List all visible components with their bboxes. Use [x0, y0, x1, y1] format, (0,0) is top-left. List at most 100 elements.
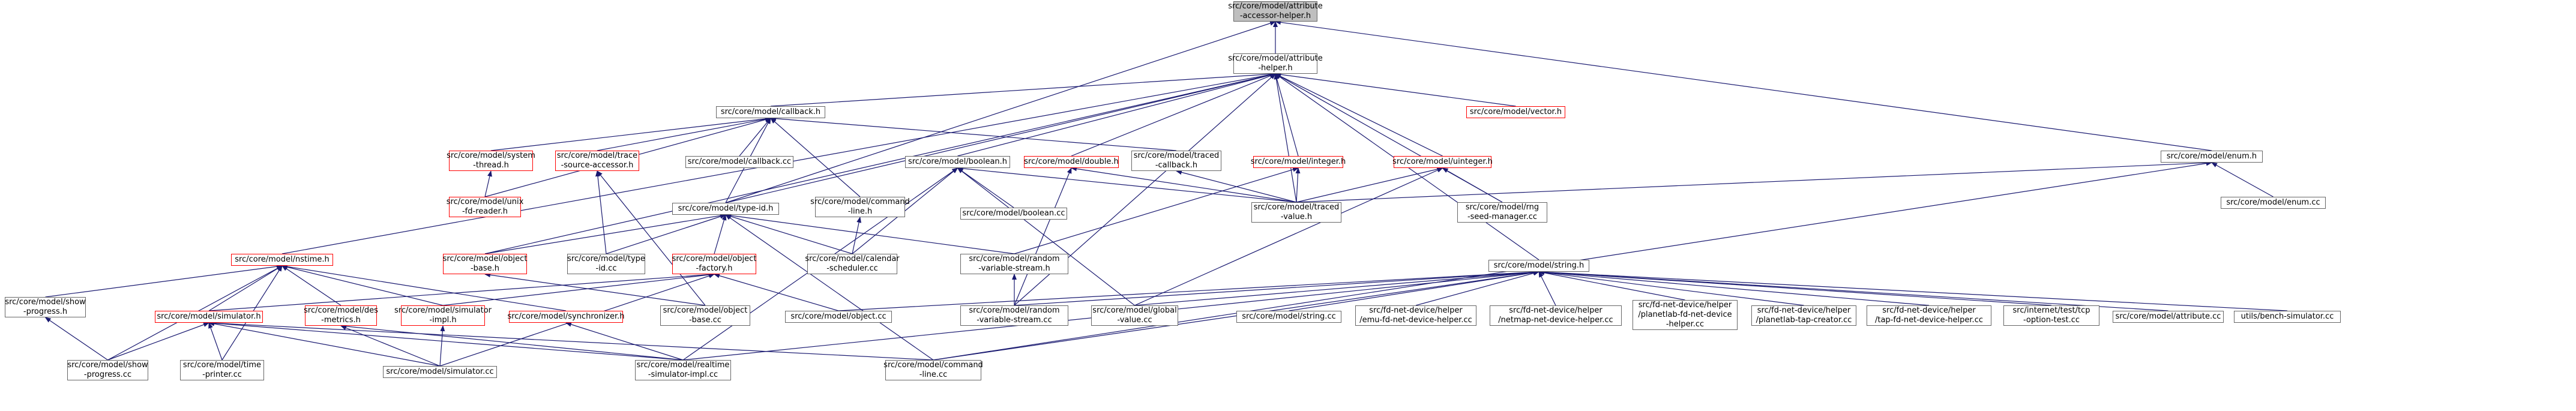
- node-typeidcc[interactable]: src/core/model/type-id.cc: [567, 254, 645, 274]
- node-showprogcc[interactable]: src/core/model/show-progress.cc: [67, 360, 148, 380]
- node-desmet[interactable]: src/core/model/des-metrics.h: [304, 305, 378, 326]
- node-dblh[interactable]: src/core/model/double.h: [1024, 156, 1119, 168]
- node-label-line: src/core/model/object: [663, 306, 748, 315]
- node-calsched[interactable]: src/core/model/calendar-scheduler.cc: [805, 254, 900, 274]
- node-cmdcc[interactable]: src/core/model/command-line.cc: [883, 360, 983, 380]
- node-label-line: /tap-fd-net-device-helper.cc: [1874, 316, 1983, 325]
- node-label-line: src/core/model/object: [672, 254, 757, 263]
- node-ahh[interactable]: src/core/model/attribute-helper.h: [1228, 53, 1323, 74]
- edge-simh-to-nstime: [208, 265, 283, 311]
- node-boolcc[interactable]: src/core/model/boolean.cc: [960, 208, 1067, 220]
- edge-trval-to-ahh: [1274, 73, 1297, 203]
- node-objbaseh[interactable]: src/core/model/object-base.h: [443, 254, 527, 274]
- node-label-line: src/core/model/object: [442, 254, 528, 263]
- edge-objfact-to-typeidh: [714, 214, 727, 254]
- edge-simimplh-to-objfact: [442, 272, 715, 306]
- edge-enumh-to-ah: [1275, 20, 2212, 151]
- edge-objcc-to-stringh: [838, 269, 1539, 311]
- node-stringcc[interactable]: src/core/model/string.cc: [1236, 311, 1341, 323]
- node-label-line: src/core/model/simulator.h: [157, 312, 261, 321]
- node-label-line: src/core/model/simulator.cc: [386, 367, 494, 376]
- node-showprogh[interactable]: src/core/model/show-progress.h: [5, 297, 86, 317]
- node-unixfd[interactable]: src/core/model/unix-fd-reader.h: [447, 197, 523, 217]
- edge-uinth-to-ahh: [1275, 73, 1443, 157]
- node-stringh[interactable]: src/core/model/string.h: [1488, 260, 1589, 272]
- node-rngseed[interactable]: src/core/model/rng-seed-manager.cc: [1457, 202, 1547, 223]
- node-trval[interactable]: src/core/model/traced-value.h: [1251, 202, 1341, 223]
- node-label-line: src/core/model/integer.h: [1250, 157, 1346, 166]
- node-label-line: -progress.h: [23, 307, 68, 316]
- node-nstime[interactable]: src/core/model/nstime.h: [231, 254, 333, 266]
- node-vec[interactable]: src/core/model/vector.h: [1466, 106, 1565, 118]
- node-label-line: src/fd-net-device/helper: [1509, 306, 1602, 315]
- node-label-line: -factory.h: [696, 264, 733, 273]
- node-enumcc[interactable]: src/core/model/enum.cc: [2221, 197, 2326, 209]
- node-cb[interactable]: src/core/model/callback.h: [716, 106, 825, 118]
- edge-globalcc-to-boolh: [957, 167, 1135, 306]
- node-label-line: src/core/model/type: [567, 254, 645, 263]
- node-simimplh[interactable]: src/core/model/simulator-impl.h: [394, 305, 492, 326]
- node-attrcc[interactable]: src/core/model/attribute.cc: [2113, 311, 2224, 323]
- node-objcc[interactable]: src/core/model/object.cc: [785, 311, 892, 323]
- node-label-line: src/core/model/attribute: [1228, 54, 1323, 63]
- edge-simcc-to-desmet: [340, 325, 441, 367]
- node-rtsim[interactable]: src/core/model/realtime-simulator-impl.c…: [635, 360, 731, 380]
- node-globalcc[interactable]: src/core/model/global-value.cc: [1091, 305, 1178, 326]
- node-label-line: -base.h: [470, 264, 500, 273]
- edge-simimplh-to-nstime: [281, 265, 444, 306]
- node-label-line: src/core/model/vector.h: [1469, 107, 1562, 116]
- node-enumh[interactable]: src/core/model/enum.h: [2161, 151, 2263, 163]
- node-planetfd[interactable]: src/fd-net-device/helper/planetlab-fd-ne…: [1633, 300, 1738, 330]
- node-simcc[interactable]: src/core/model/simulator.cc: [383, 366, 497, 378]
- node-emufd[interactable]: src/fd-net-device/helper/emu-fd-net-devi…: [1355, 305, 1476, 326]
- node-label-line: src/core/model/simulator: [394, 306, 492, 315]
- node-label-line: src/core/model/show: [5, 298, 86, 307]
- node-label-line: -accessor-helper.h: [1239, 11, 1311, 20]
- node-tcpopt[interactable]: src/internet/test/tcp-option-test.cc: [2003, 305, 2099, 326]
- node-ah[interactable]: src/core/model/attribute-accessor-helper…: [1228, 1, 1323, 22]
- node-typeidh[interactable]: src/core/model/type-id.h: [672, 203, 779, 215]
- node-timeprint[interactable]: src/core/model/time-printer.cc: [180, 360, 264, 380]
- node-label-line: src/core/model/enum.cc: [2226, 198, 2320, 207]
- node-netmapfd[interactable]: src/fd-net-device/helper/netmap-net-devi…: [1490, 305, 1622, 326]
- node-tapfd[interactable]: src/fd-net-device/helper/tap-fd-net-devi…: [1867, 305, 1991, 326]
- node-inth[interactable]: src/core/model/integer.h: [1250, 156, 1346, 168]
- node-label-line: -value.cc: [1117, 316, 1152, 325]
- edge-cmdcc-to-simh: [208, 320, 934, 361]
- node-uinth[interactable]: src/core/model/uinteger.h: [1392, 156, 1493, 168]
- node-label-line: src/core/model/realtime: [636, 361, 730, 370]
- node-label-line: src/core/model/command: [883, 361, 983, 370]
- node-label-line: src/fd-net-device/helper: [1638, 301, 1732, 310]
- node-trsa[interactable]: src/core/model/trace-source-accessor.h: [555, 151, 639, 171]
- node-benchsim[interactable]: utils/bench-simulator.cc: [2234, 311, 2341, 323]
- node-trcb[interactable]: src/core/model/traced-callback.h: [1131, 151, 1221, 171]
- node-planettap[interactable]: src/fd-net-device/helper/planetlab-tap-c…: [1751, 305, 1856, 326]
- node-label-line: src/core/model/type-id.h: [678, 204, 774, 213]
- node-boolh[interactable]: src/core/model/boolean.h: [905, 156, 1010, 168]
- node-cbcc[interactable]: src/core/model/callback.cc: [685, 156, 793, 168]
- node-label-line: -scheduler.cc: [826, 264, 878, 273]
- edge-rtsim-to-simh: [208, 320, 684, 361]
- edge-cmdcc-to-typeidh: [725, 214, 934, 361]
- node-label-line: src/core/model/attribute: [1228, 2, 1323, 11]
- node-label-line: /netmap-net-device-helper.cc: [1498, 316, 1613, 325]
- node-label-line: src/core/model/global: [1092, 306, 1177, 315]
- edge-rvsh-to-typeidh: [725, 213, 1015, 254]
- edge-typeidh-to-ahh: [725, 73, 1276, 203]
- node-synch[interactable]: src/core/model/synchronizer.h: [507, 311, 625, 323]
- node-objfact[interactable]: src/core/model/object-factory.h: [672, 254, 756, 274]
- edge-simcc-to-simh: [208, 321, 441, 367]
- node-cmdh[interactable]: src/core/model/command-line.h: [810, 197, 910, 217]
- node-label-line: src/core/model/system: [447, 151, 535, 160]
- node-label-line: src/core/model/show: [67, 361, 148, 370]
- node-simh[interactable]: src/core/model/simulator.h: [155, 311, 263, 323]
- edge-trval-to-dblh: [1071, 166, 1297, 203]
- edge-trsa-to-cb: [597, 116, 771, 151]
- node-rvscc[interactable]: src/core/model/random-variable-stream.cc: [960, 305, 1068, 326]
- node-rvsh[interactable]: src/core/model/random-variable-stream.h: [960, 254, 1068, 274]
- edge-vec-to-ahh: [1275, 72, 1516, 107]
- node-systh[interactable]: src/core/model/system-thread.h: [447, 151, 535, 171]
- edge-typeidh-to-ah: [725, 21, 1276, 203]
- node-label-line: src/core/model/string.h: [1493, 261, 1584, 270]
- node-objbasecc[interactable]: src/core/model/object-base.cc: [660, 305, 750, 326]
